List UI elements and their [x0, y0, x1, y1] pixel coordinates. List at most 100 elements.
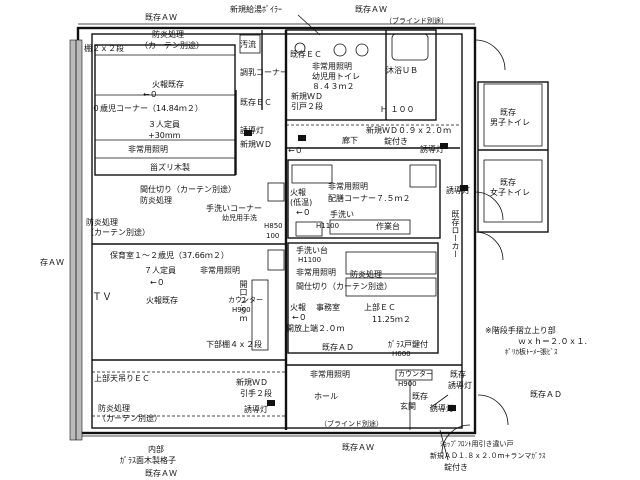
male-toilet-outline [483, 83, 543, 147]
label-hand-wash-2: 手洗い台 [296, 246, 328, 255]
label-bath-ub: 沐浴ＵＢ [386, 66, 418, 75]
label-aw-top-left: 既存ＡＷ [145, 13, 177, 22]
female-toilet-outline [483, 159, 543, 223]
label-aw-left: 存ＡＷ [40, 258, 64, 267]
bathtub [391, 33, 429, 61]
label-blind-top: （ブラインド別途） [385, 17, 448, 25]
guide-light-mark-1 [244, 130, 252, 136]
label-ceiling-5: ←０ [292, 313, 307, 322]
label-existing-ec-left: 既存ＥＣ [240, 98, 272, 107]
label-ceiling-1: ←０ [143, 90, 158, 99]
label-shop-door: ｼｮｯﾌﾟﾌﾛﾝﾄ用引き違い戸 [440, 440, 514, 448]
label-existing-ad-right: 既存ＡＤ [530, 390, 562, 399]
label-three-cap: ３人定員 [148, 120, 180, 129]
leader-2 [439, 429, 449, 461]
label-male-toilet: 男子トイレ [490, 118, 530, 127]
label-curtain-tl: （カーテン別途） [140, 41, 204, 50]
toilet-2 [355, 43, 369, 57]
label-h600: H600 [392, 350, 411, 358]
label-fireproof-office: 防炎処理 [350, 270, 382, 279]
label-h1100: H1100 [316, 222, 340, 230]
label-upper-ec: 上部ＥＣ [364, 303, 396, 312]
label-corridor: 廊下 [342, 136, 358, 145]
label-glass-door-lock: ｶﾞﾗｽ戸鍵付 [388, 340, 428, 349]
office-partition-curtain [345, 277, 437, 297]
label-low-temp: (低温) [290, 198, 313, 207]
counter-left [251, 279, 269, 351]
label-skirting: 甾ズリ木製 [150, 163, 190, 172]
guide-light-mark-3 [440, 143, 448, 149]
label-emergency-4: 非常用照明 [296, 268, 336, 277]
label-fire-alarm-1: 火報既存 [152, 80, 184, 89]
label-new-wd-3: 新規ＷＤ [236, 378, 268, 387]
toilet-3 [294, 42, 306, 54]
label-ceiling-2: ←０ [288, 146, 303, 155]
label-fire-alarm-office: 火報 [290, 303, 306, 312]
label-existing-male: 既存 [500, 108, 516, 117]
nursery-sink-2 [267, 249, 285, 271]
label-infant-corner: ０歳児コーナー（14.84ｍ２） [92, 104, 203, 113]
door-arc-4 [477, 394, 509, 426]
label-opening-top: 開放上端２.０ｍ [286, 324, 345, 333]
guide-light-mark-2 [298, 135, 306, 141]
label-fireproof-tl: 防炎処理 [152, 30, 184, 39]
label-stair-note2: ｗｘｈ＝２.０ｘ１. [518, 337, 588, 346]
label-guide-5: 誘導灯 [244, 405, 268, 414]
label-formula: 調乳コーナー [240, 68, 288, 77]
label-with-lock: 錠付き [384, 137, 408, 146]
label-existing-guide-light: 既存 [450, 370, 466, 379]
label-ceiling-4: ←０ [150, 278, 165, 287]
label-existing-locker: 既存ローカー [451, 210, 460, 258]
label-ceiling-ec: 上部天吊りＥＣ [94, 374, 150, 383]
label-glass-lattice: ｶﾞﾗｽ面木製格子 [120, 456, 176, 465]
entrance-counter [395, 369, 433, 381]
label-emergency-5: 非常用照明 [310, 370, 350, 379]
label-entrance: 玄関 [400, 402, 416, 411]
label-h900: H900 [232, 306, 251, 314]
office-counter [345, 251, 437, 275]
label-curtain-bl: （カーテン別途） [98, 414, 162, 423]
label-hall: ホール [314, 392, 338, 401]
hand-wash-box [295, 221, 323, 237]
label-fire-alarm-2: 火報既存 [146, 296, 178, 305]
label-new-ad-spec: 新規ＡＤ１.８ｘ２.０ｍ+ランマｶﾞﾗｽ [430, 452, 546, 460]
label-guide-1: 誘導灯 [240, 126, 264, 135]
label-partition-curtain: 間仕切り（カーテン別途） [140, 185, 236, 194]
kitchen-sink [291, 164, 333, 184]
work-table-box [329, 219, 411, 235]
label-with-lock-2: 錠付き [444, 463, 468, 472]
label-emergency-2: 非常用照明 [328, 182, 368, 191]
label-fireproof-mid: 防炎処理 [140, 196, 172, 205]
label-shelf: 棚２ｘ２段 [84, 44, 124, 53]
door-arc-2 [474, 191, 504, 221]
toilet-1 [333, 43, 347, 57]
inner-wall [91, 33, 463, 429]
label-infant-toilet: 幼児用トイレ [312, 72, 360, 81]
label-infant-hand-wash: 幼児用手洗 [222, 214, 257, 222]
kitchen-box [287, 159, 441, 239]
label-dim-2-5m: 開口２.５ｍ [239, 280, 248, 323]
label-office-area: 11.25ｍ２ [372, 315, 411, 324]
label-h1100b: H1100 [298, 256, 322, 264]
label-h100: 100 [266, 232, 280, 240]
label-new-wd: 新規ＷＤ [291, 92, 323, 101]
guide-light-mark-4 [460, 185, 468, 191]
label-h850: H850 [264, 222, 283, 230]
label-aw-bottom-mid: 既存ＡＷ [342, 443, 374, 452]
label-emergency-3: 非常用照明 [200, 266, 240, 275]
door-arc-1 [474, 39, 506, 71]
label-work-table: 作業台 [376, 222, 400, 231]
label-sliding-door-2: 引戸２段 [291, 102, 323, 111]
label-existing-female: 既存 [500, 178, 516, 187]
label-hand-wash: 手洗い [330, 210, 354, 219]
label-blind-bottom: （ブラインド別途） [320, 420, 383, 428]
label-stair-note1: ※階段手摺立上り部 [485, 326, 556, 335]
kitchen-fridge [409, 164, 437, 188]
label-counter-2: カウンター [398, 370, 433, 378]
door-arc-5 [441, 424, 471, 454]
label-new-ec-wc: 既存ＥＣ [290, 50, 322, 59]
label-ceiling-3: ←０ [296, 208, 311, 217]
sink-box [239, 34, 261, 54]
